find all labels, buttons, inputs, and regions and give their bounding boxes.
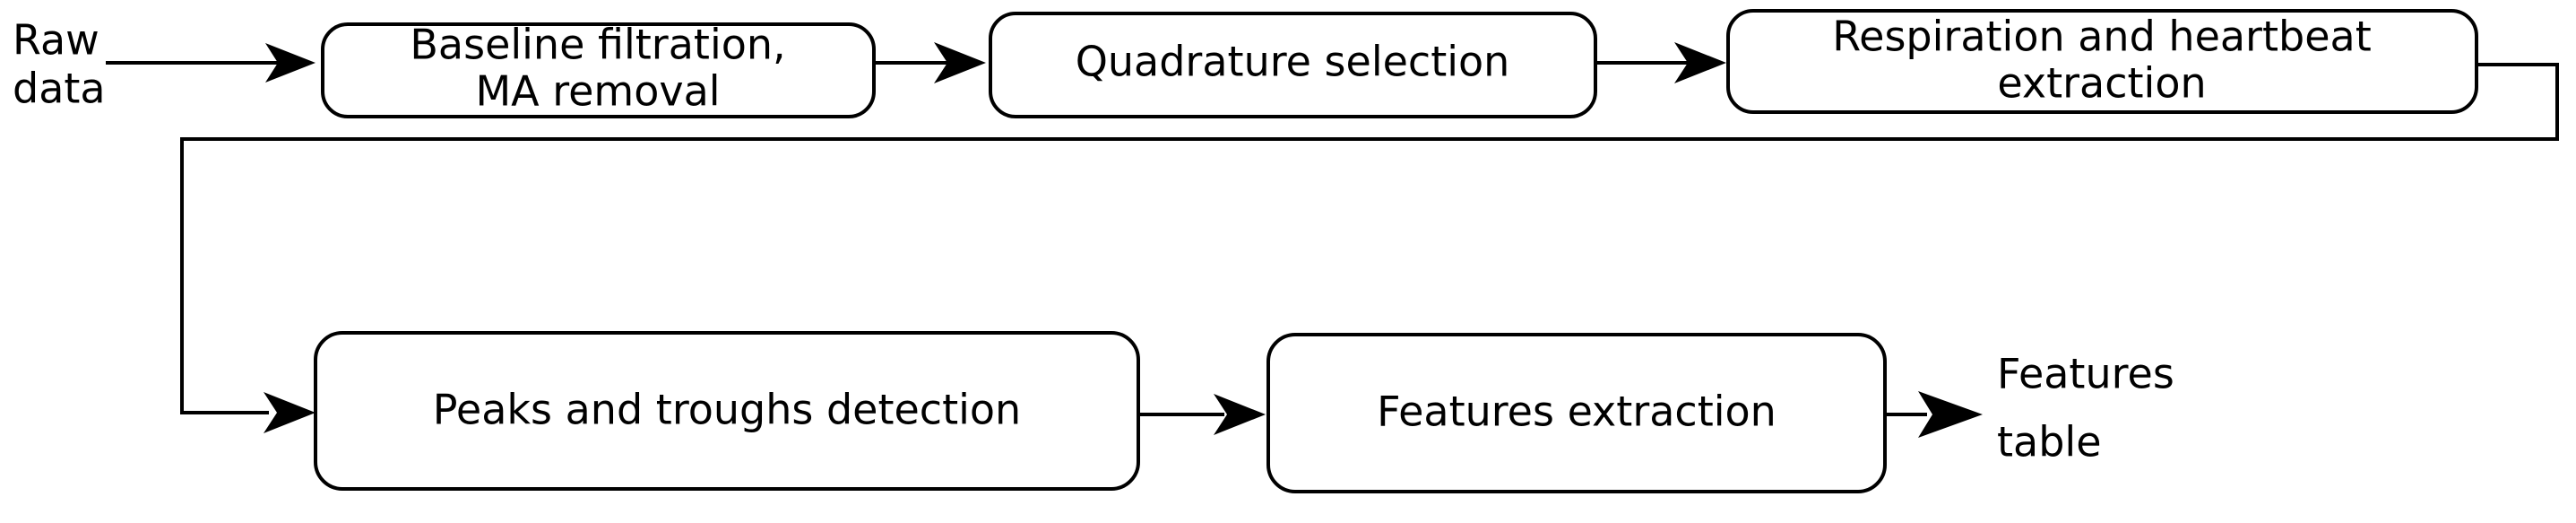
node-features-table: Features table xyxy=(1997,350,2174,466)
node-respiration-heartbeat-extraction: Respiration and heartbeat extraction xyxy=(1726,9,2478,114)
arrow-head-icon xyxy=(1674,42,1726,83)
features-extraction-label: Features extraction xyxy=(1377,388,1776,436)
node-shape xyxy=(989,12,1597,118)
node-shape xyxy=(321,22,876,118)
edge-path xyxy=(180,63,2559,414)
node-baseline-filtration: Baseline filtration, MA removal xyxy=(321,21,876,118)
edge-peaks-to-features-extraction xyxy=(1138,394,1266,435)
arrow-head-icon xyxy=(264,392,316,433)
features-table-label-line1: Features xyxy=(1997,350,2174,398)
raw-data-label-line2: data xyxy=(13,65,106,113)
baseline-filtration-label-line2: MA removal xyxy=(475,67,720,116)
node-features-extraction: Features extraction xyxy=(1266,333,1887,493)
peaks-troughs-label: Peaks and troughs detection xyxy=(433,386,1021,434)
respiration-label-line1: Respiration and heartbeat xyxy=(1832,13,2371,61)
edge-respiration-to-peaks xyxy=(180,63,2559,433)
arrow-head-icon xyxy=(934,42,986,83)
arrow-head-icon xyxy=(1214,394,1266,435)
quadrature-selection-label: Quadrature selection xyxy=(1076,38,1510,86)
node-shape xyxy=(314,331,1140,491)
arrow-head-icon xyxy=(265,43,316,83)
node-shape xyxy=(1726,9,2478,114)
features-table-label-line2: table xyxy=(1997,418,2102,466)
node-peaks-troughs-detection: Peaks and troughs detection xyxy=(314,331,1140,491)
edge-baseline-to-quadrature xyxy=(874,42,986,83)
edge-quadrature-to-respiration xyxy=(1595,42,1726,83)
node-quadrature-selection: Quadrature selection xyxy=(989,12,1597,118)
arrow-head-icon xyxy=(1918,391,1983,438)
edge-features-extraction-to-table xyxy=(1885,391,1983,438)
baseline-filtration-label-line1: Baseline filtration, xyxy=(410,21,785,69)
edge-raw-data-to-baseline xyxy=(106,43,316,83)
node-raw-data: Raw data xyxy=(13,16,106,113)
respiration-label-line2: extraction xyxy=(1997,59,2206,108)
raw-data-label-line1: Raw xyxy=(13,16,99,65)
